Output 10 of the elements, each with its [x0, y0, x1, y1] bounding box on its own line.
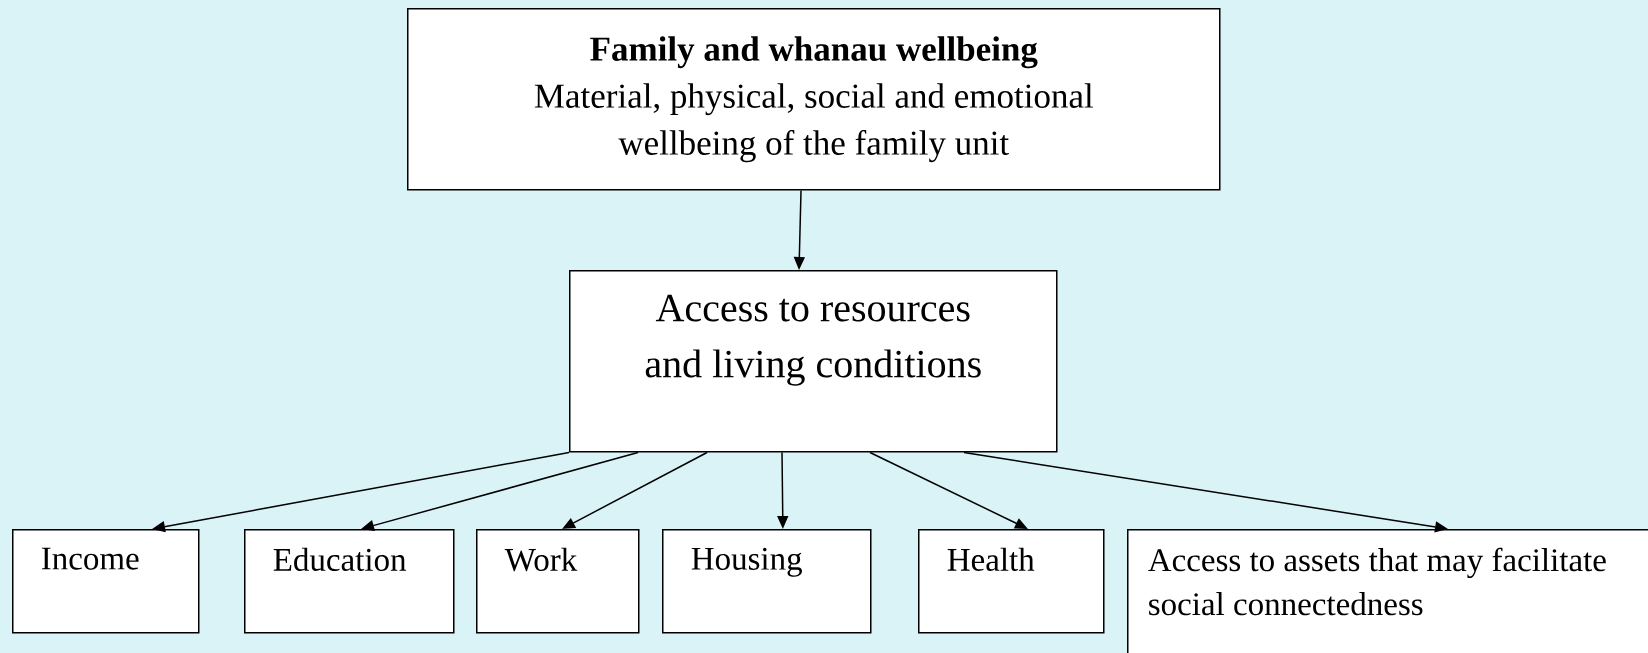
category-box: Access to resources and living conditions	[569, 270, 1058, 453]
arrow	[562, 451, 708, 529]
item-box: Work	[476, 529, 640, 634]
item-box: Housing	[662, 529, 872, 634]
item-box: Access to assets that may facilitate social connectedness	[1127, 529, 1648, 653]
item-box: Health	[918, 529, 1105, 634]
item-box: Education	[244, 529, 455, 634]
heading-box: Family and whanau wellbeing Material, physical, social and emotional wellbeing of the family unit	[407, 8, 1221, 191]
item-box: Income	[12, 529, 200, 634]
arrow	[869, 451, 1028, 529]
